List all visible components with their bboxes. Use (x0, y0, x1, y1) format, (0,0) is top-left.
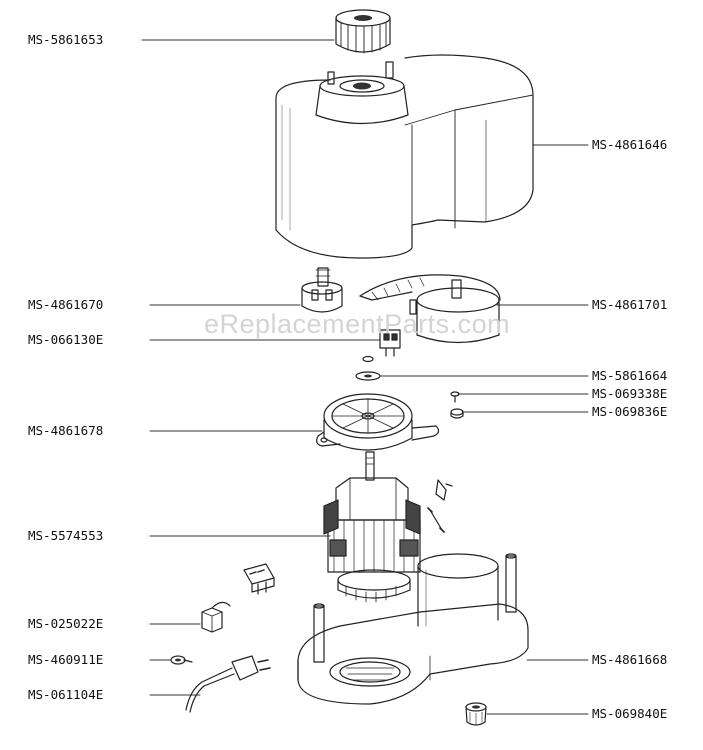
washer-drawing (355, 355, 381, 381)
part-label-capacitor: MS-025022E (28, 616, 104, 631)
gear-box-drawing (359, 274, 501, 344)
connector-block-drawing (243, 563, 275, 595)
part-label-fan-bracket: MS-4861678 (28, 423, 104, 438)
switch-block-drawing (301, 267, 343, 313)
power-cord-drawing (185, 655, 271, 713)
part-label-base: MS-4861668 (592, 652, 668, 667)
fan-bracket-drawing (316, 393, 440, 451)
knob-drawing (335, 9, 391, 54)
part-label-foot: MS-069840E (592, 706, 668, 721)
cable-clip-drawing (170, 655, 193, 665)
nut-drawing (450, 408, 464, 419)
capacitor-drawing (201, 601, 231, 633)
top-cover-drawing (275, 54, 534, 259)
part-label-washer: MS-5861664 (592, 368, 668, 383)
base-drawing (297, 553, 529, 705)
part-label-knob: MS-5861653 (28, 32, 104, 47)
part-label-screw: MS-069338E (592, 386, 668, 401)
part-label-cable-clip: MS-460911E (28, 652, 104, 667)
part-label-power-cord: MS-061104E (28, 687, 104, 702)
part-label-motor: MS-5574553 (28, 528, 104, 543)
watermark-text: eReplacementParts.com (204, 309, 511, 339)
screw-drawing (450, 391, 460, 403)
part-label-gear-box: MS-4861701 (592, 297, 668, 312)
leader-lines (141, 39, 589, 715)
small-switch-drawing (379, 329, 401, 357)
foot-drawing (465, 702, 487, 726)
part-label-switch-block: MS-4861670 (28, 297, 104, 312)
motor-drawing (323, 451, 421, 603)
brush-parts-drawing (427, 479, 453, 533)
part-label-nut: MS-069836E (592, 404, 668, 419)
part-label-small-switch: MS-066130E (28, 332, 104, 347)
part-label-top-cover: MS-4861646 (592, 137, 668, 152)
